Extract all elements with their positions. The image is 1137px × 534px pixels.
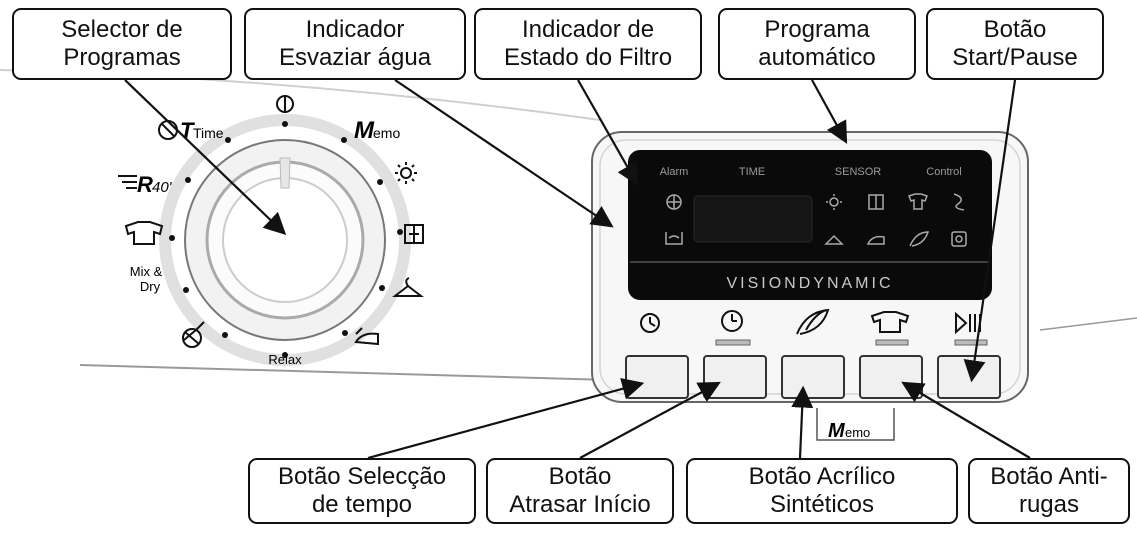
callout-line: Indicador (305, 16, 405, 43)
callout-line: Botão Selecção (277, 463, 447, 490)
callout-line: Esvaziar água (278, 44, 432, 71)
callout-line: de tempo (311, 491, 413, 518)
arrow-acrylic (791, 385, 814, 459)
dial-r40-suffix: 40' (152, 179, 173, 196)
drain-water-icon (665, 232, 683, 245)
callout-line: Atrasar Início (509, 491, 651, 518)
callout-anti-wrinkle: Botão Anti- rugas (968, 458, 1130, 524)
dial-r40-icon (118, 175, 137, 189)
dial-position-dots (169, 121, 403, 358)
memo-bracket-label: emo (845, 425, 870, 440)
time-select-button[interactable] (625, 355, 689, 399)
arrow-time-select (367, 378, 645, 460)
arrow-auto-program (811, 79, 848, 144)
dial-hanger-icon (392, 277, 424, 297)
callout-line: automático (758, 44, 876, 71)
delay-start-led (715, 339, 751, 346)
delay-start-icon (721, 310, 743, 332)
dial-dry-label: Dry (140, 279, 161, 294)
display-control-label: Control (926, 166, 961, 178)
callout-auto-program: Programa automático (718, 8, 916, 80)
brand-label: VISIONDYNAMIC (726, 275, 893, 292)
display-alarm-label: Alarm (660, 166, 689, 178)
callout-acrylic: Botão Acrílico Sintéticos (686, 458, 958, 524)
display-time-label: TIME (739, 166, 765, 178)
display-hanger-icon (824, 234, 844, 245)
callout-line: Botão Acrílico (748, 463, 896, 490)
dial-mix-label: Mix & (130, 264, 163, 279)
memo-bracket (816, 408, 895, 441)
callout-line: Botão (548, 463, 612, 490)
dial-r40-letter: R (137, 172, 153, 197)
start-pause-led (954, 339, 988, 346)
machine-edge-line (79, 364, 611, 381)
start-pause-button[interactable] (937, 355, 1001, 399)
callout-line: Selector de (61, 16, 183, 43)
time-digits-area (693, 195, 813, 243)
filter-status-icon (666, 194, 682, 210)
acrylic-synthetics-button[interactable] (781, 355, 845, 399)
anti-wrinkle-button[interactable] (859, 355, 923, 399)
dial-shirt-icon (124, 221, 164, 245)
display-door-icon (951, 231, 967, 247)
arrow-start-pause (963, 79, 1017, 383)
delay-start-button[interactable] (703, 355, 767, 399)
callout-line: Estado do Filtro (503, 44, 673, 71)
leader-arrows (124, 79, 1031, 460)
callout-line: rugas (1018, 491, 1080, 518)
display-feather-icon (909, 231, 930, 247)
dial-memo-initial: M (354, 117, 375, 144)
time-select-icon (640, 313, 660, 333)
anti-wrinkle-led (875, 339, 909, 346)
callout-line: Botão Anti- (990, 463, 1108, 490)
display-rinse-icon (953, 193, 965, 211)
callout-line: Programa (764, 16, 870, 43)
callout-time-select: Botão Selecção de tempo (248, 458, 476, 524)
display-sun-icon (826, 194, 842, 210)
callout-start-pause: Botão Start/Pause (926, 8, 1104, 80)
arrow-delay-start (579, 381, 721, 459)
dial-time-label: Time (193, 125, 224, 141)
arrow-anti-wrinkle (901, 381, 1031, 459)
memo-bracket-initial: M (828, 420, 846, 442)
dial-clock-icon (158, 120, 178, 140)
callout-filter-indicator: Indicador de Estado do Filtro (474, 8, 702, 80)
arrow-filter-indicator (577, 79, 639, 186)
acrylic-feather-icon (796, 308, 830, 335)
callout-delay-start: Botão Atrasar Início (486, 458, 674, 524)
dial-sun-icon (395, 162, 417, 184)
dial-memo-label: emo (373, 125, 400, 141)
display-shirt-icon (908, 193, 928, 210)
callout-drain-indicator: Indicador Esvaziar água (244, 8, 466, 80)
callout-line: Indicador de (521, 16, 655, 43)
dial-wool-icon (182, 321, 205, 348)
display-window-icon (868, 194, 884, 210)
dial-window-icon (404, 224, 424, 244)
display-iron-icon (866, 235, 885, 245)
callout-line: Botão (983, 16, 1047, 43)
callout-line: Sintéticos (769, 491, 875, 518)
display-sensor-label: SENSOR (835, 166, 882, 178)
dial-power-icon (276, 95, 294, 113)
anti-wrinkle-icon (870, 311, 910, 333)
knob-pointer (279, 157, 291, 189)
dial-relax-label: Relax (268, 352, 302, 367)
callout-line: Start/Pause (952, 44, 1078, 71)
arrow-program-selector (124, 79, 287, 236)
arrow-drain-indicator (394, 79, 614, 228)
callout-program-selector: Selector de Programas (12, 8, 232, 80)
dial-iron-icon (354, 327, 379, 346)
callout-line: Programas (63, 44, 181, 71)
